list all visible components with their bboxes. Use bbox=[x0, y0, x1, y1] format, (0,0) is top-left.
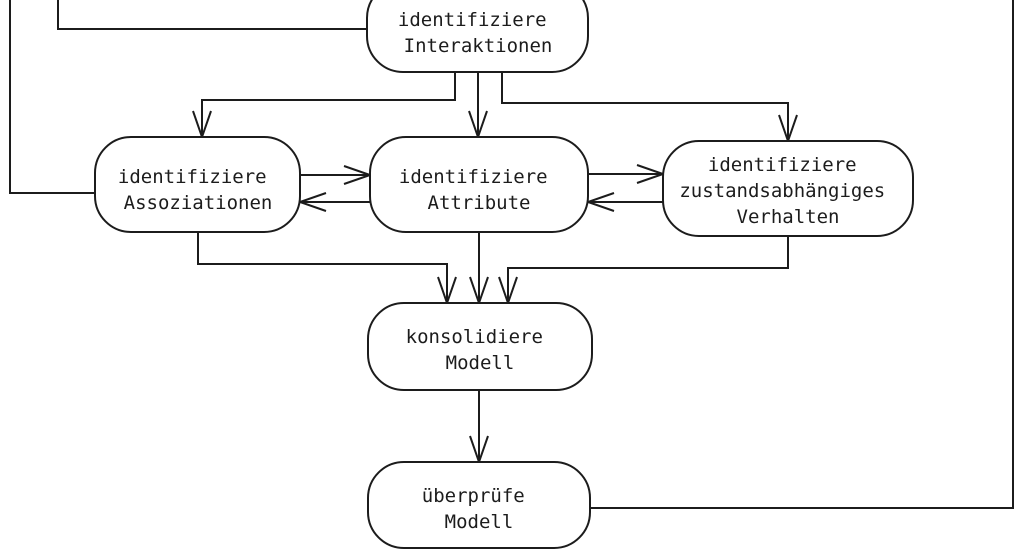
node-verhalten: identifiziere zustandsabhängiges Verhalt… bbox=[662, 140, 914, 237]
node-konsolidiere-shape bbox=[367, 302, 593, 391]
edge-assoziationen-to-konsolidiere bbox=[197, 232, 448, 303]
edge-interaktionen-to-verhalten bbox=[501, 72, 789, 141]
node-assoziationen-label: identifiziere Assoziationen bbox=[118, 166, 278, 214]
edge-interaktionen-to-assoziationen bbox=[201, 72, 456, 137]
node-attribute: identifiziere Attribute bbox=[369, 136, 589, 233]
node-konsolidiere: konsolidiere Modell bbox=[367, 302, 593, 391]
edge-layer bbox=[9, 0, 1014, 509]
edge-verhalten-to-konsolidiere bbox=[507, 236, 789, 303]
node-interaktionen-label: identifiziere Interaktionen bbox=[398, 9, 558, 57]
node-ueberpruefe-label: überprüfe Modell bbox=[422, 485, 536, 533]
node-attribute-shape bbox=[369, 136, 589, 233]
edge-feedback-to-assoziationen bbox=[9, 0, 95, 194]
node-konsolidiere-label: konsolidiere Modell bbox=[406, 326, 555, 374]
node-assoziationen-shape bbox=[94, 136, 301, 233]
node-verhalten-label: identifiziere zustandsabhängiges Verhalt… bbox=[679, 154, 896, 228]
node-assoziationen: identifiziere Assoziationen bbox=[94, 136, 301, 233]
node-verhalten-shape bbox=[662, 140, 914, 237]
node-ueberpruefe-shape bbox=[367, 461, 591, 549]
node-interaktionen-shape bbox=[366, 0, 589, 73]
edge-feedback-to-interaktionen bbox=[57, 0, 367, 30]
node-ueberpruefe: überprüfe Modell bbox=[367, 461, 591, 549]
edge-ueberpruefe-feedback-up bbox=[590, 0, 1014, 509]
node-attribute-label: identifiziere Attribute bbox=[399, 166, 559, 214]
node-interaktionen: identifiziere Interaktionen bbox=[366, 0, 589, 73]
